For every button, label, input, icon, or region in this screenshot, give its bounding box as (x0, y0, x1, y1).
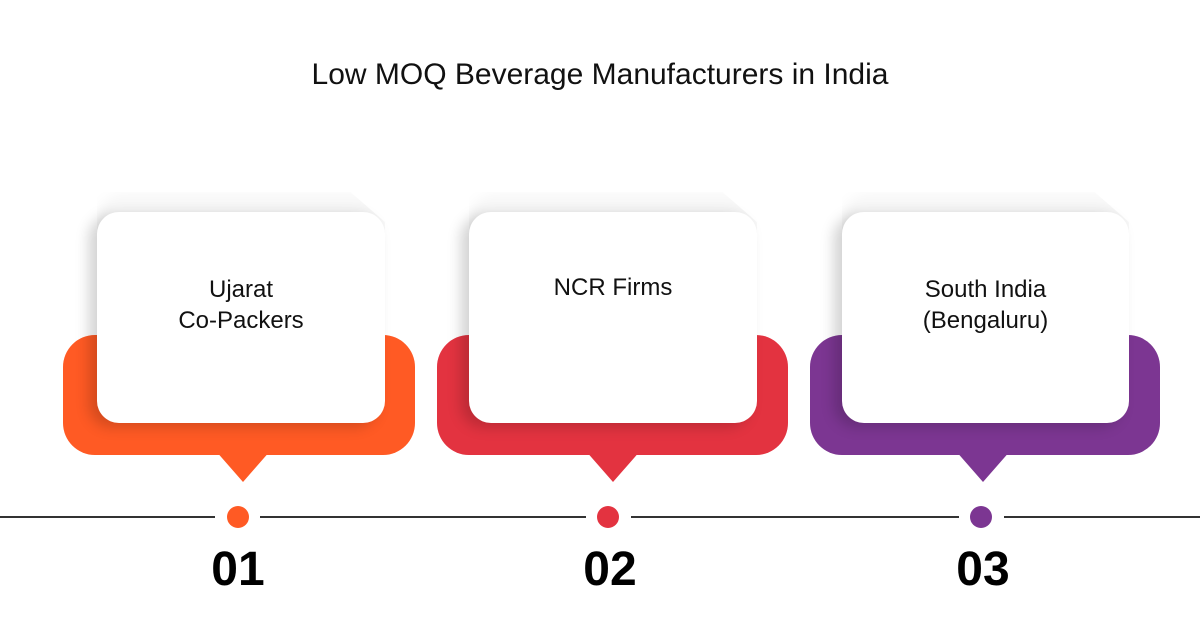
timeline-line (260, 516, 586, 518)
timeline-line (1004, 516, 1200, 518)
step-label: South India (Bengaluru) (922, 276, 1049, 334)
step-label: NCR Firms (553, 274, 673, 301)
callout-pointer (955, 450, 1011, 482)
timeline-dot (597, 506, 619, 528)
callout-pointer (585, 450, 641, 482)
label-card: NCR Firms (469, 212, 757, 423)
timeline-line (631, 516, 959, 518)
page-title: Low MOQ Beverage Manufacturers in India (311, 58, 889, 91)
timeline-dot (227, 506, 249, 528)
timeline-line (0, 516, 215, 518)
callout-pointer (215, 450, 271, 482)
label-card: South India (Bengaluru) (842, 212, 1129, 423)
timeline-dot (970, 506, 992, 528)
step-number: 03 (956, 543, 1010, 596)
step-label: Ujarat Co-Packers (178, 276, 304, 334)
label-card: Ujarat Co-Packers (97, 212, 385, 423)
step-number: 01 (211, 543, 265, 596)
step-number: 02 (583, 543, 637, 596)
